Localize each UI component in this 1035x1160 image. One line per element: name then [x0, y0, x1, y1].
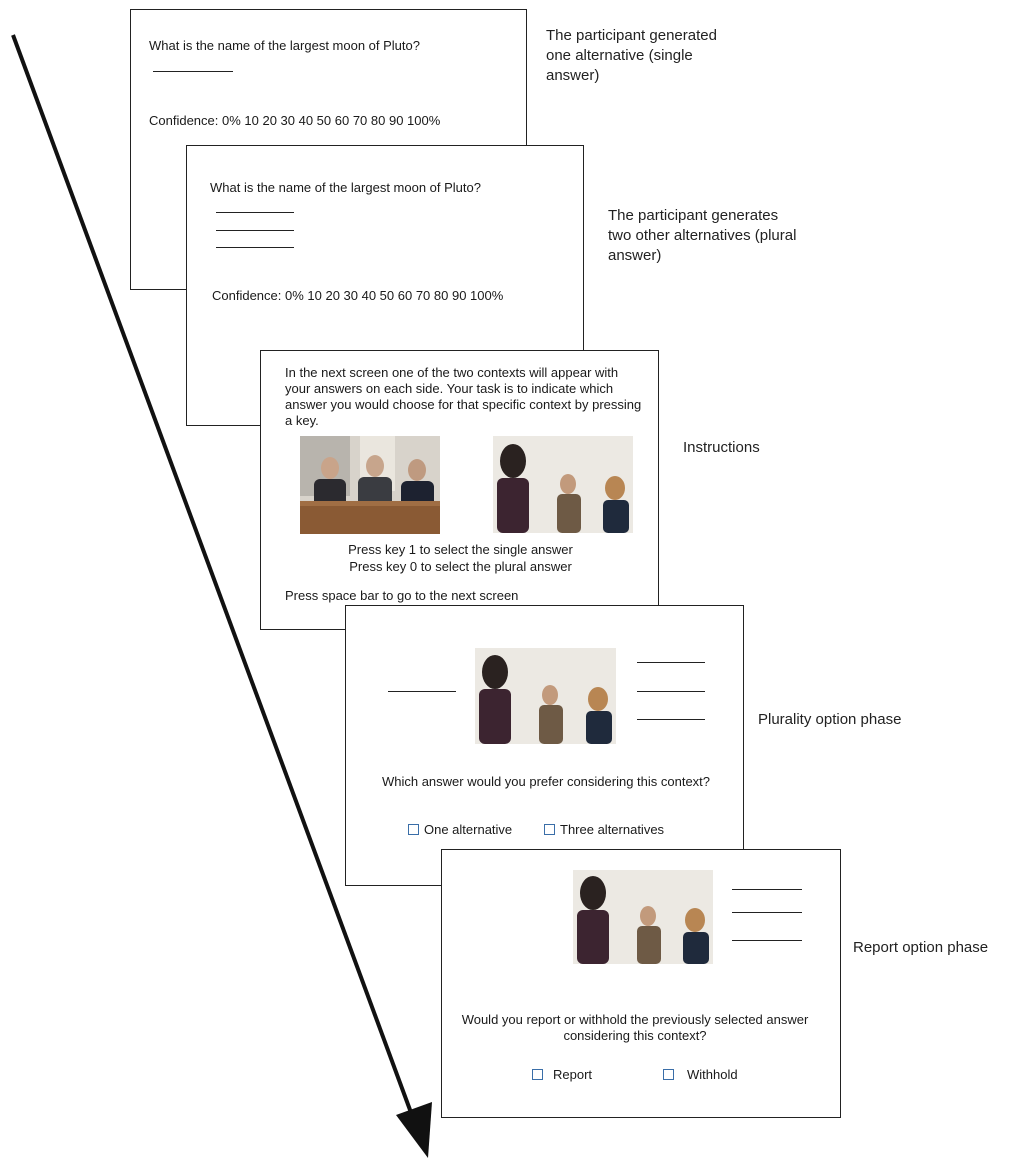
key0-instruction: Press key 0 to select the plural answer	[349, 559, 572, 574]
option-one-alternative[interactable]: One alternative	[408, 822, 512, 837]
label-single-answer: The participant generated one alternativ…	[546, 27, 717, 84]
informal-conversation-photo	[493, 436, 633, 533]
screen-instructions: In the next screen one of the two contex…	[260, 350, 659, 630]
answer-line-2	[732, 912, 802, 913]
label-plural-answer: The participant generates two other alte…	[608, 207, 797, 264]
checkbox-icon[interactable]	[532, 1069, 543, 1080]
plural-answer-line-2	[637, 691, 705, 692]
question-text: What is the name of the largest moon of …	[210, 180, 481, 195]
confidence-scale: Confidence: 0% 10 20 30 40 50 60 70 80 9…	[149, 113, 441, 128]
label-plurality-phase: Plurality option phase	[758, 711, 902, 728]
screen-plurality-option: Which answer would you prefer considerin…	[345, 605, 744, 886]
option-label: One alternative	[424, 822, 513, 837]
answer-blank-2[interactable]	[216, 230, 294, 231]
option-three-alternatives[interactable]: Three alternatives	[544, 822, 664, 837]
label-report-phase: Report option phase	[853, 939, 989, 956]
answer-blank-3[interactable]	[216, 247, 294, 248]
option-label: Three alternatives	[560, 822, 665, 837]
option-label: Report	[553, 1067, 593, 1082]
checkbox-icon[interactable]	[663, 1069, 674, 1080]
checkbox-icon[interactable]	[544, 824, 555, 835]
screen-report-option: Would you report or withhold the previou…	[441, 849, 841, 1118]
confidence-scale: Confidence: 0% 10 20 30 40 50 60 70 80 9…	[212, 288, 504, 303]
plural-answer-line-3	[637, 719, 705, 720]
instructions-text: In the next screen one of the two contex…	[285, 365, 642, 428]
option-label: Withhold	[687, 1067, 738, 1082]
context-photo	[573, 870, 713, 964]
label-instructions: Instructions	[683, 439, 760, 456]
checkbox-icon[interactable]	[408, 824, 419, 835]
report-question: Would you report or withhold the previou…	[461, 1012, 809, 1043]
context-photo	[475, 648, 616, 744]
question-text: What is the name of the largest moon of …	[149, 38, 420, 53]
answer-line-3	[732, 940, 802, 941]
single-answer-line	[388, 691, 456, 692]
option-withhold[interactable]: Withhold	[663, 1067, 738, 1082]
plural-answer-line-1	[637, 662, 705, 663]
space-instruction: Press space bar to go to the next screen	[285, 588, 519, 603]
answer-blank-1[interactable]	[216, 212, 294, 213]
formal-meeting-photo	[300, 436, 440, 534]
key1-instruction: Press key 1 to select the single answer	[348, 542, 573, 557]
preference-question: Which answer would you prefer considerin…	[381, 774, 711, 789]
answer-line-1	[732, 889, 802, 890]
option-report[interactable]: Report	[532, 1067, 592, 1082]
answer-blank[interactable]	[153, 71, 233, 72]
